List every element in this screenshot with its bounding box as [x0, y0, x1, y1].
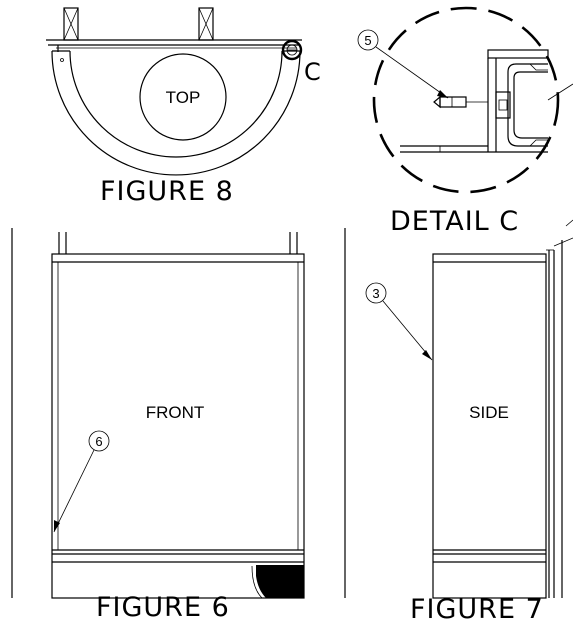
side-body: [432, 253, 547, 599]
balloon-3: 3: [372, 286, 379, 301]
bracket-right: [198, 7, 214, 41]
detail-c-letter: C: [304, 58, 321, 86]
side-view-label: SIDE: [469, 403, 509, 422]
figure-7-caption: FIGURE 7: [410, 594, 544, 624]
top-center-circle: [139, 53, 227, 141]
detail-c-marker: [281, 39, 303, 61]
detail-c-view: 5 DETAIL C: [357, 6, 573, 237]
floor-shadow: [256, 565, 304, 598]
bracket-left: [63, 7, 79, 41]
figure-6-caption: FIGURE 6: [96, 592, 230, 623]
figure-8-top-view: TOP C FIGURE 8: [46, 7, 321, 207]
front-body: [51, 253, 305, 599]
front-view-label: FRONT: [146, 403, 205, 422]
figure-6-front-view: FRONT 6 FIGURE 6: [11, 228, 346, 623]
top-view-label: TOP: [166, 88, 201, 107]
inner-shell: [69, 50, 283, 158]
detail-c-caption: DETAIL C: [390, 206, 519, 237]
outer-shell: [51, 50, 301, 176]
figure-8-caption: FIGURE 8: [100, 176, 234, 207]
detail-boundary: [372, 6, 560, 194]
balloon-5: 5: [364, 33, 371, 48]
figure-7-side-view: SIDE 3 FIGURE 7: [365, 219, 573, 624]
balloon-6: 6: [95, 434, 102, 449]
